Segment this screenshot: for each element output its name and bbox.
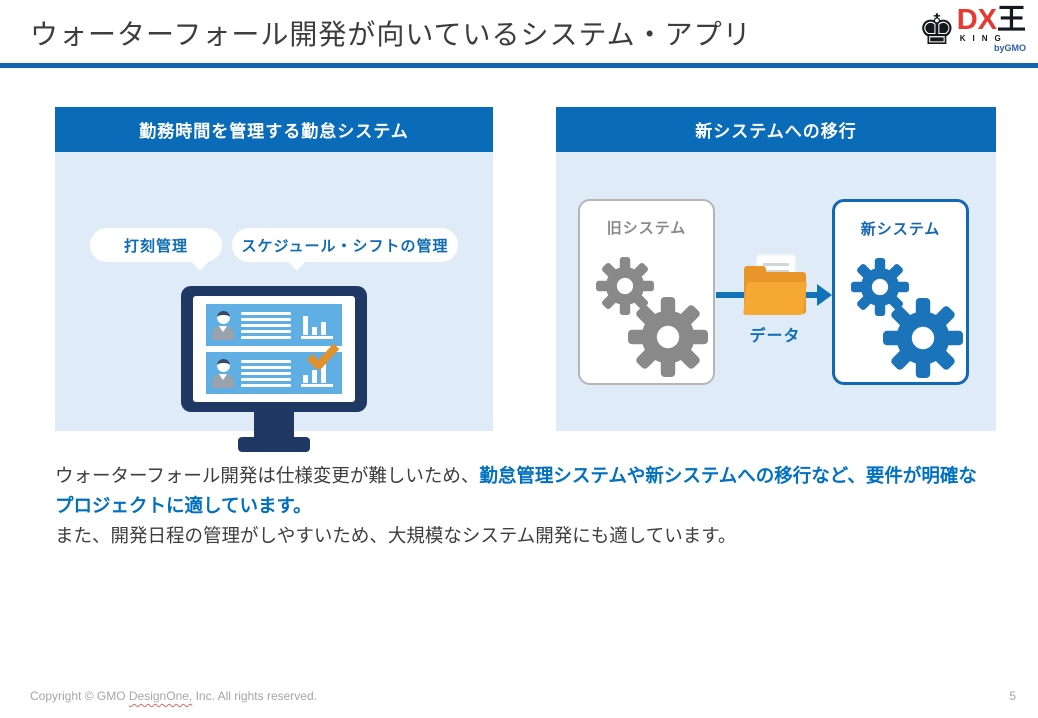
logo-wordmark: DX王 xyxy=(956,4,1026,36)
copyright-prefix: Copyright © GMO xyxy=(30,689,129,703)
migration-panel-body: 旧システム データ 新システム xyxy=(556,152,996,431)
avatar-body xyxy=(212,373,234,388)
bar-chart-icon xyxy=(298,358,336,388)
logo-dx-text: DX xyxy=(956,4,997,36)
copyright-brand: DesignOne, xyxy=(128,689,193,703)
body-sentence-1-highlight: 勤怠管理システムや新システムへの移行など、要件が明確なプロジェクトに適しています… xyxy=(55,465,977,516)
page-title: ウォーターフォール開発が向いているシステム・アプリ xyxy=(30,19,752,50)
logo-ou-text: 王 xyxy=(996,4,1026,36)
folder-front xyxy=(742,282,808,315)
attendance-system-panel: 勤務時間を管理する勤怠システム 打刻管理 スケジュール・シフトの管理 xyxy=(55,107,493,452)
avatar-body xyxy=(212,325,234,340)
logo-king-text: KING xyxy=(959,34,1008,43)
copyright-text: Copyright © GMO DesignOne, Inc. All righ… xyxy=(30,689,317,703)
text-lines xyxy=(241,311,291,339)
data-folder-icon xyxy=(742,256,808,316)
text-lines xyxy=(241,359,291,387)
doc-line xyxy=(763,270,789,273)
avatar xyxy=(212,310,234,340)
text-line xyxy=(241,371,291,375)
dx-king-logo: ♚ DX王 KING byGMO xyxy=(918,6,1026,54)
bar xyxy=(312,370,317,383)
avatar-head xyxy=(216,310,230,324)
text-line xyxy=(241,311,291,315)
bar xyxy=(312,327,317,335)
attendance-panel-body: 打刻管理 スケジュール・シフトの管理 xyxy=(55,152,493,452)
old-system-box: 旧システム xyxy=(578,199,715,385)
text-line xyxy=(241,377,291,381)
new-system-box: 新システム xyxy=(832,199,969,385)
new-system-label: 新システム xyxy=(860,221,941,238)
monitor-screen xyxy=(193,296,355,402)
avatar-head xyxy=(216,358,230,372)
text-line xyxy=(241,323,291,327)
migration-panel: 新システムへの移行 旧システム データ 新システム xyxy=(556,107,996,431)
old-system-label: 旧システム xyxy=(606,220,687,237)
avatar xyxy=(212,358,234,388)
bar xyxy=(303,316,308,335)
body-sentence-2: また、開発日程の管理がしやすいため、大規模なシステム開発にも適しています。 xyxy=(55,525,737,546)
body-text: ウォーターフォール開発は仕様変更が難しいため、勤怠管理システムや新システムへの移… xyxy=(55,461,993,551)
data-label: データ xyxy=(749,328,801,345)
text-line xyxy=(241,383,291,387)
body-sentence-1: ウォーターフォール開発は仕様変更が難しいため、勤怠管理システムや新システムへの移… xyxy=(55,461,993,521)
schedule-shift-bubble: スケジュール・シフトの管理 xyxy=(232,228,458,271)
employee-card xyxy=(206,304,342,346)
text-line xyxy=(241,329,291,333)
monitor-stand-neck xyxy=(254,411,294,437)
text-line xyxy=(241,317,291,321)
attendance-panel-header: 勤務時間を管理する勤怠システム xyxy=(55,107,493,152)
bar xyxy=(303,375,308,383)
logo-byline: byGMO xyxy=(993,43,1026,53)
page-number: 5 xyxy=(1009,689,1016,703)
text-line xyxy=(241,365,291,369)
migration-panel-header: 新システムへの移行 xyxy=(556,107,996,152)
text-line xyxy=(241,335,291,339)
monitor-frame xyxy=(181,286,367,412)
bar xyxy=(321,364,326,383)
text-line xyxy=(241,359,291,363)
monitor-illustration xyxy=(181,286,367,452)
time-stamp-bubble: 打刻管理 xyxy=(90,228,222,271)
bar-chart-icon xyxy=(298,310,336,340)
gear-icon xyxy=(628,297,708,377)
slide-header: ウォーターフォール開発が向いているシステム・アプリ ♚ DX王 KING byG… xyxy=(0,0,1038,68)
chess-king-icon: ♚ xyxy=(918,6,956,53)
copyright-suffix: Inc. All rights reserved. xyxy=(192,689,317,703)
gear-icon xyxy=(883,298,963,378)
logo-text-block: DX王 KING byGMO xyxy=(957,6,1026,54)
checkmark-icon xyxy=(307,343,339,369)
body-sentence-1-normal: ウォーターフォール開発は仕様変更が難しいため、 xyxy=(55,465,480,486)
monitor-stand-base xyxy=(238,437,310,452)
doc-line xyxy=(763,263,789,266)
bar xyxy=(321,322,326,335)
